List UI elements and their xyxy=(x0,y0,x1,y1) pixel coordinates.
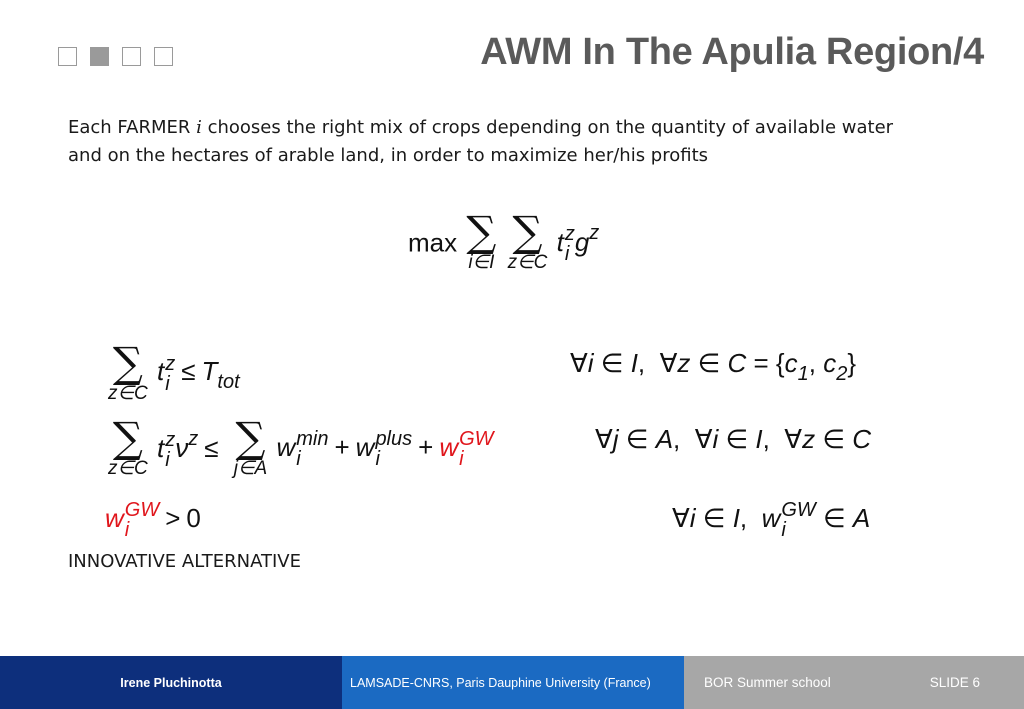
progress-square-2-active xyxy=(90,47,109,66)
description-line2: and on the hectares of arable land, in o… xyxy=(68,145,709,166)
description-text: Each FARMER i chooses the right mix of c… xyxy=(68,114,968,170)
slide-progress-indicator xyxy=(58,47,173,66)
innovative-alternative-label: INNOVATIVE ALTERNATIVE xyxy=(68,551,301,572)
sum-over-farmers: ∑i∈I xyxy=(466,207,497,274)
footer-bar: Irene Pluchinotta LAMSADE-CNRS, Paris Da… xyxy=(0,656,1024,709)
footer-author: Irene Pluchinotta xyxy=(0,656,342,709)
constraint-land-domain: ∀i ∈ I, ∀z ∈ C = {c1, c2} xyxy=(570,348,856,385)
slide-title: AWM In The Apulia Region/4 xyxy=(480,31,984,73)
description-line1-end: chooses the right mix of crops depending… xyxy=(201,117,894,138)
progress-square-3 xyxy=(122,47,141,66)
progress-square-1 xyxy=(58,47,77,66)
progress-square-4 xyxy=(154,47,173,66)
footer-event: BOR Summer school xyxy=(704,675,831,690)
footer-affiliation: LAMSADE-CNRS, Paris Dauphine University … xyxy=(342,656,684,709)
footer-event-section: BOR Summer school SLIDE 6 xyxy=(684,656,1024,709)
footer-slide-number: SLIDE 6 xyxy=(929,675,980,690)
description-line1-start: Each FARMER xyxy=(68,117,197,138)
constraint-water-domain: ∀j ∈ A, ∀i ∈ I, ∀z ∈ C xyxy=(595,424,871,454)
sum-over-crops: ∑z∈C xyxy=(507,207,548,274)
farmer-index-var: i xyxy=(196,117,202,138)
